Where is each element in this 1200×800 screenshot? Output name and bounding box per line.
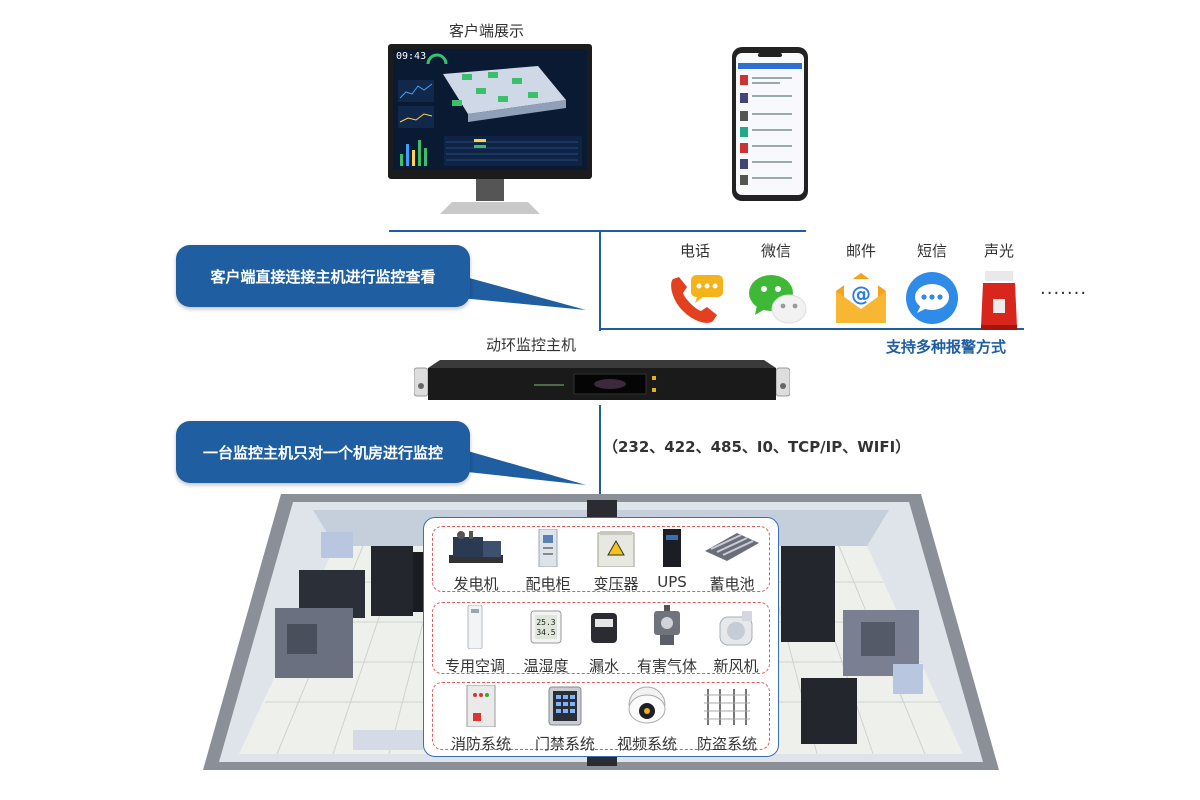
equipment-ups: UPS: [645, 529, 699, 591]
callout-1-pointer: [440, 270, 586, 310]
water-leak-sensor-icon: [591, 613, 617, 643]
desktop-monitor: [388, 44, 592, 214]
electric-fence-icon: [704, 689, 750, 725]
alarm-more-dots: ·······: [1040, 283, 1088, 304]
mail-icon: @: [836, 273, 886, 323]
equipment-group-security: 消防系统 门禁系统 视频系统: [432, 682, 770, 753]
dome-camera-icon: [628, 686, 666, 724]
host-title: 动环监控主机: [486, 336, 577, 354]
ups-icon: [663, 529, 681, 567]
mobile-phone: [732, 47, 808, 201]
lower-vertical-line: [599, 405, 601, 495]
fresh-air-fan-icon: [719, 611, 753, 646]
generator-icon: [449, 531, 503, 563]
transformer-icon: [597, 531, 635, 568]
transformer-label: 变压器: [593, 575, 639, 593]
precision-ac-label: 专用空调: [444, 657, 505, 675]
battery-icon: [705, 533, 759, 561]
alarm-method-wechat: 微信: [741, 240, 811, 331]
access-keypad-icon: [548, 686, 582, 726]
equipment-distribution-cabinet: 配电柜: [515, 528, 581, 594]
precision-ac-icon: [467, 604, 483, 650]
monitoring-host-device: [414, 360, 790, 400]
alarm-method-siren: 声光: [964, 240, 1034, 335]
sensor-temp-readout: 25.3: [536, 618, 555, 627]
fresh-air-label: 新风机: [713, 657, 759, 675]
alarm-mail-label: 邮件: [845, 242, 876, 260]
equipment-access-control: 门禁系统: [525, 685, 605, 754]
equipment-fresh-air: 新风机: [705, 605, 767, 676]
equipment-temp-humidity: 25.3 34.5 温湿度: [513, 605, 579, 676]
access-control-label: 门禁系统: [534, 735, 595, 753]
client-title: 客户端展示: [449, 22, 525, 40]
distribution-cabinet-icon: [538, 528, 558, 568]
sms-icon: [906, 272, 958, 324]
callout-direct-connect: 客户端直接连接主机进行监控查看: [176, 245, 470, 307]
equipment-generator: 发电机: [441, 529, 511, 594]
protocol-list: （232、422、485、I0、TCP/IP、WIFI）: [603, 438, 911, 456]
distribution-cabinet-label: 配电柜: [525, 575, 571, 593]
equipment-group-power: 发电机 配电柜 变压器 UPS: [432, 526, 770, 594]
equipment-harmful-gas: 有害气体: [629, 605, 705, 676]
callout-2-pointer: [440, 443, 586, 485]
generator-label: 发电机: [453, 575, 499, 593]
callout-1-text: 客户端直接连接主机进行监控查看: [210, 267, 436, 286]
wechat-icon: [749, 275, 807, 324]
alarm-method-sms: 短信: [897, 240, 967, 331]
water-leak-label: 漏水: [588, 657, 619, 675]
alarm-caption: 支持多种报警方式: [886, 338, 1007, 356]
gas-detector-icon: [654, 605, 680, 645]
alarm-sms-label: 短信: [916, 242, 947, 260]
equipment-precision-ac: 专用空调: [437, 604, 513, 676]
svg-text:@: @: [851, 282, 871, 306]
fire-protection-label: 消防系统: [450, 735, 511, 753]
equipment-transformer: 变压器: [583, 529, 649, 594]
alarm-wechat-label: 微信: [760, 242, 791, 260]
fire-control-panel-icon: [466, 684, 496, 728]
harmful-gas-label: 有害气体: [636, 657, 697, 675]
alarm-horizontal-line: [600, 328, 1024, 330]
center-vertical-line: [599, 231, 601, 331]
alarm-method-phone: 电话: [660, 240, 730, 331]
equipment-fire-protection: 消防系统: [439, 684, 523, 754]
monitor-clock: 09:43: [396, 51, 427, 62]
ups-label: UPS: [657, 573, 687, 591]
equipment-battery: 蓄电池: [699, 529, 765, 594]
callout-single-room: 一台监控主机只对一个机房进行监控: [176, 421, 470, 483]
equipment-anti-theft: 防盗系统: [687, 685, 767, 754]
phone-icon: [671, 275, 723, 323]
temp-humidity-label: 温湿度: [523, 657, 569, 675]
battery-label: 蓄电池: [709, 575, 755, 593]
anti-theft-label: 防盗系统: [696, 735, 757, 753]
equipment-group-environment: 专用空调 25.3 34.5 温湿度 漏水: [432, 602, 770, 676]
siren-icon: [981, 271, 1017, 330]
temp-humidity-sensor-icon: 25.3 34.5: [530, 610, 562, 644]
equipment-water-leak: 漏水: [579, 605, 629, 676]
top-horizontal-line: [389, 230, 806, 232]
video-label: 视频系统: [616, 735, 677, 753]
equipment-video: 视频系统: [607, 685, 687, 754]
sensor-humidity-readout: 34.5: [536, 628, 555, 637]
alarm-phone-label: 电话: [679, 242, 710, 260]
alarm-method-mail: 邮件 @: [826, 240, 896, 331]
callout-2-text: 一台监控主机只对一个机房进行监控: [202, 443, 443, 462]
equipment-panel: 发电机 配电柜 变压器 UPS: [423, 517, 779, 757]
alarm-siren-label: 声光: [983, 242, 1014, 260]
